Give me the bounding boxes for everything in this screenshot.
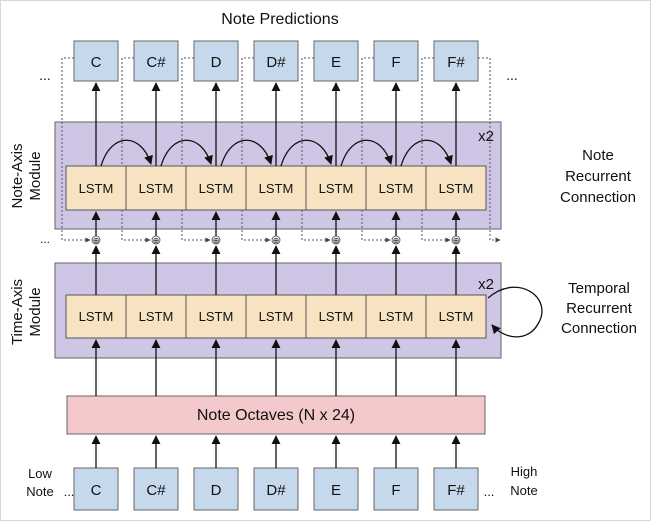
time-axis-lstm-label: LSTM	[199, 309, 234, 324]
combine-symbol: ⊕	[273, 236, 280, 245]
time-axis-multiplier: x2	[478, 276, 494, 293]
prediction-note-label: C	[91, 54, 102, 71]
combine-symbol: ⊕	[333, 236, 340, 245]
combine-symbol: ⊕	[213, 236, 220, 245]
prediction-note-box	[253, 40, 299, 82]
combine-symbol: ⊕	[453, 236, 460, 245]
time-axis-label-line2: Module	[27, 287, 44, 336]
prediction-note-label: F#	[447, 54, 465, 71]
note-octaves-box	[66, 395, 486, 435]
prediction-note-box	[373, 40, 419, 82]
skip-connection-dotted	[361, 57, 391, 243]
note-axis-lstm-cell	[245, 165, 307, 211]
skip-connection-dotted	[478, 57, 501, 243]
note-axis-lstm-label: LSTM	[379, 181, 414, 196]
time-axis-lstm-label: LSTM	[139, 309, 174, 324]
prediction-note-box	[193, 40, 239, 82]
combine-ellipsis-left: ...	[40, 232, 50, 246]
note-axis-label-line2: Module	[27, 151, 44, 200]
combine-symbol: ⊕	[393, 236, 400, 245]
input-note-label: C#	[146, 482, 166, 499]
time-axis-lstm-label: LSTM	[319, 309, 354, 324]
note-recurrent-arc	[400, 139, 453, 167]
note-recurrent-arc	[220, 139, 273, 167]
note-recurrent-line2: Recurrent	[565, 168, 632, 185]
prediction-ellipsis-right: ...	[506, 67, 518, 83]
prediction-note-box	[133, 40, 179, 82]
prediction-note-label: D#	[266, 54, 286, 71]
note-recurrent-arc	[340, 139, 393, 167]
skip-connection-dotted	[121, 57, 151, 243]
prediction-note-label: D	[211, 54, 222, 71]
temporal-recurrent-line2: Recurrent	[566, 300, 633, 317]
input-note-box	[73, 467, 119, 511]
note-axis-lstm-label: LSTM	[259, 181, 294, 196]
note-axis-label-line1: Note-Axis	[9, 143, 26, 208]
note-recurrent-arc	[100, 139, 153, 167]
input-note-label: F#	[447, 482, 465, 499]
low-note-line2: Note	[26, 484, 53, 499]
note-axis-lstm-label: LSTM	[439, 181, 474, 196]
diagram-title: Note Predictions	[221, 11, 338, 28]
time-axis-lstm-label: LSTM	[259, 309, 294, 324]
note-recurrent-line3: Connection	[560, 189, 636, 206]
note-recurrent-arc	[160, 139, 213, 167]
input-note-box	[193, 467, 239, 511]
note-axis-lstm-cell	[185, 165, 247, 211]
prediction-note-box	[313, 40, 359, 82]
combine-symbol: ⊕	[93, 236, 100, 245]
skip-connection-dotted	[421, 57, 451, 243]
input-note-box	[133, 467, 179, 511]
time-axis-lstm-cell	[425, 294, 487, 339]
temporal-recurrent-line3: Connection	[561, 320, 637, 337]
skip-connection-dotted	[181, 57, 211, 243]
input-note-box	[313, 467, 359, 511]
time-axis-lstm-cell	[245, 294, 307, 339]
low-note-line1: Low	[28, 466, 52, 481]
note-axis-lstm-label: LSTM	[139, 181, 174, 196]
input-ellipsis-right: ...	[484, 484, 495, 499]
input-note-box	[433, 467, 479, 511]
temporal-recurrent-line1: Temporal	[568, 280, 630, 297]
high-note-line2: Note	[510, 483, 537, 498]
skip-connection-dotted	[61, 57, 91, 243]
high-note-line1: High	[511, 464, 538, 479]
input-note-box	[373, 467, 419, 511]
time-axis-lstm-label: LSTM	[379, 309, 414, 324]
prediction-note-box	[433, 40, 479, 82]
repeated-columns: C LSTM ⊕ LSTM C C# LSTM ⊕ LSTM C# D LSTM ⊕ LSTM D D# LST…	[61, 40, 501, 511]
input-note-label: E	[331, 482, 341, 499]
prediction-ellipsis-left: ...	[39, 67, 51, 83]
time-axis-lstm-cell	[185, 294, 247, 339]
input-note-label: D#	[266, 482, 286, 499]
note-recurrent-arc	[280, 139, 333, 167]
time-axis-lstm-label: LSTM	[79, 309, 114, 324]
input-ellipsis-left: ...	[64, 484, 75, 499]
combine-symbol: ⊕	[153, 236, 160, 245]
note-axis-multiplier: x2	[478, 128, 494, 145]
prediction-note-label: E	[331, 54, 341, 71]
note-octaves-label: Note Octaves (N x 24)	[197, 407, 355, 424]
note-axis-lstm-label: LSTM	[199, 181, 234, 196]
note-axis-lstm-label: LSTM	[319, 181, 354, 196]
note-axis-lstm-label: LSTM	[79, 181, 114, 196]
input-note-label: C	[91, 482, 102, 499]
skip-connection-dotted	[301, 57, 331, 243]
note-recurrent-line1: Note	[582, 147, 614, 164]
prediction-note-box	[73, 40, 119, 82]
skip-connection-dotted	[241, 57, 271, 243]
time-axis-lstm-cell	[125, 294, 187, 339]
note-axis-lstm-cell	[425, 165, 487, 211]
input-note-label: F	[391, 482, 400, 499]
input-note-label: D	[211, 482, 222, 499]
prediction-note-label: F	[391, 54, 400, 71]
temporal-recurrent-loop	[487, 286, 543, 338]
time-axis-lstm-label: LSTM	[439, 309, 474, 324]
prediction-note-label: C#	[146, 54, 166, 71]
time-axis-label-line1: Time-Axis	[9, 279, 26, 345]
note-axis-lstm-cell	[125, 165, 187, 211]
